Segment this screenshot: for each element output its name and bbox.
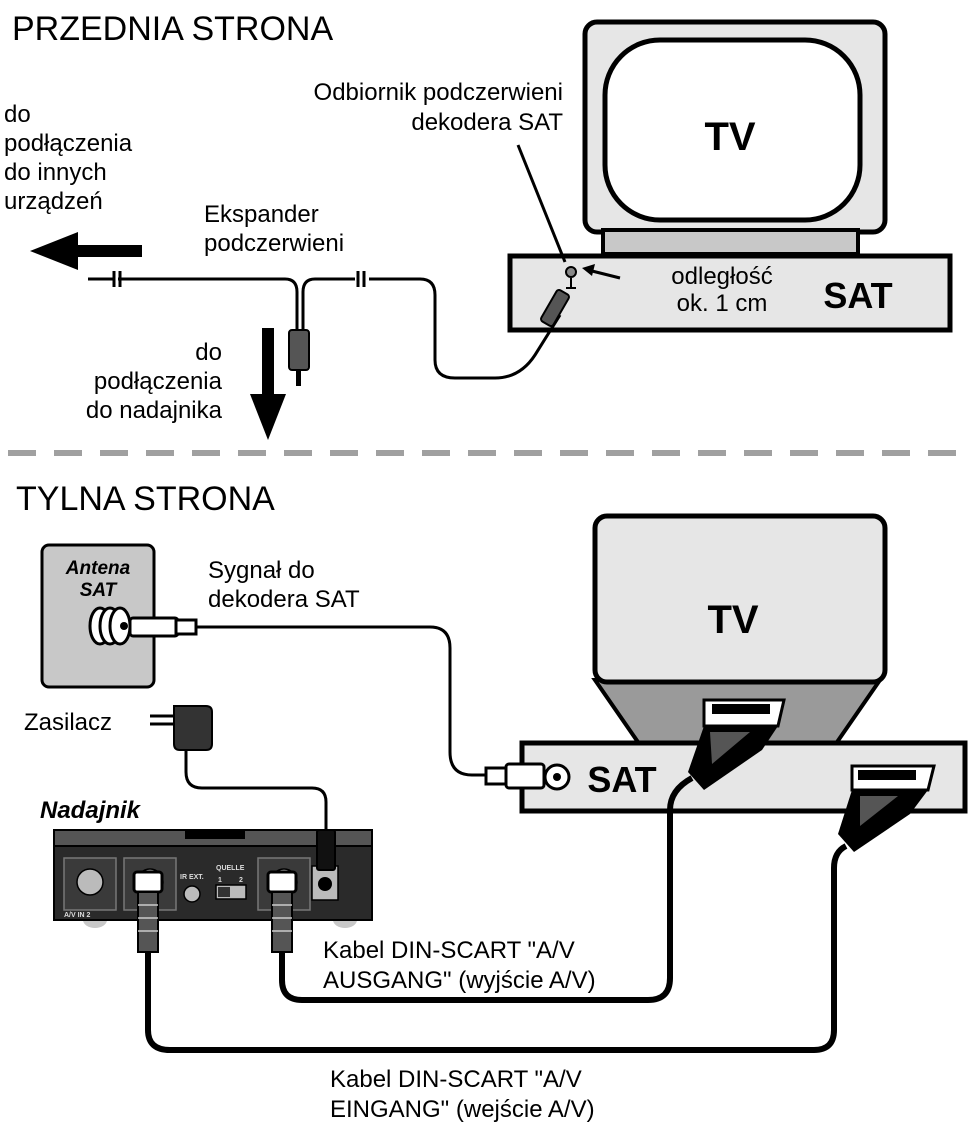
cable-out-label-1: Kabel DIN-SCART "A/V [323,937,575,964]
panel-av-in-2: A/V IN 2 [64,912,91,919]
ir-receiver-icon [565,266,577,278]
back-heading: TYLNA STRONA [16,480,275,518]
back-tv-label: TV [707,598,758,642]
cable-av-out [279,775,694,1003]
other-devices-label-1: do [4,101,31,128]
scart-plug-sat-icon [838,764,936,852]
panel-switch-1: 1 [218,877,222,884]
power-plug-icon [316,829,336,871]
scart-plug-tv-icon [688,698,786,790]
cable-in-label-1: Kabel DIN-SCART "A/V [330,1066,582,1093]
back-sat-label: SAT [587,759,656,800]
ir-receiver-label-1: Odbiornik podczerwieni [314,79,563,106]
ir-ext-socket-icon [183,885,201,903]
cable-av-in [145,843,848,1053]
other-devices-label-3: do innych [4,159,107,186]
din-socket-1-icon [76,868,104,896]
distance-label-1: odległość [671,263,772,290]
ir-emitter-icon [540,289,570,327]
arrow-down-icon [250,328,286,440]
transmitter-conn-label-3: do nadajnika [86,397,223,424]
power-adapter-icon [150,705,213,751]
power-label: Zasilacz [24,709,112,736]
other-devices-label-4: urządzeń [4,188,103,215]
front-sat-label: SAT [823,275,892,316]
din-plug-left-icon [132,870,164,953]
antenna-label-2: SAT [80,580,118,601]
coax-plug-antenna [128,616,198,638]
transmitter-label: Nadajnik [40,797,142,824]
front-sat-decoder: SAT odległość ok. 1 cm [507,253,953,333]
din-plug-right-icon [266,870,298,953]
panel-ir-ext: IR EXT. [180,874,204,881]
panel-quelle: QUELLE [216,865,245,872]
back-tv: TV [591,513,888,747]
cable-out-label-2: AUSGANG" (wyjście A/V) [323,967,596,994]
front-tv-label: TV [704,115,755,159]
front-heading: PRZEDNIA STRONA [12,10,333,48]
distance-arrow-icon [582,264,621,280]
power-cable [184,750,328,832]
front-tv: TV [582,19,888,256]
transmitter-conn-label-1: do [195,339,222,366]
antenna-socket: Antena SAT [40,543,156,689]
cable-in-label-2: EINGANG" (wejście A/V) [330,1096,595,1123]
transmitter-conn-label-2: podłączenia [94,368,223,395]
expander-label-1: Ekspander [204,201,319,228]
ir-expander-cable [88,277,562,380]
expander-label-2: podczerwieni [204,230,344,257]
other-devices-label-2: podłączenia [4,130,133,157]
antenna-cable [196,625,488,777]
panel-switch-2: 2 [239,877,243,884]
ir-plug-icon [288,329,310,386]
signal-label-2: dekodera SAT [208,586,360,613]
antenna-label-1: Antena [65,558,131,579]
ir-receiver-label-2: dekodera SAT [411,109,563,136]
coax-plug-sat [484,762,546,790]
signal-label-1: Sygnał do [208,557,315,584]
distance-label-2: ok. 1 cm [677,290,768,317]
arrow-left-icon [30,232,142,270]
